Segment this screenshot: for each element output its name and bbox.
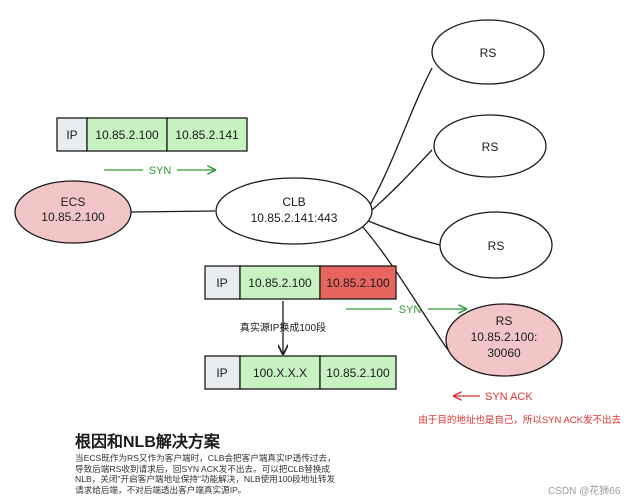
rs-node-3: RS [439,211,553,279]
rs-ip-line2: 30060 [487,346,521,360]
packet-ip-cell [204,265,241,300]
packet-dst-ip: 10.85.2.141 [175,128,239,142]
packet-src-ip: 100.X.X.X [253,366,307,380]
rs-node-4: RS 10.85.2.100: 30060 [445,303,563,377]
connector-lines [130,67,449,351]
rs-label: RS [480,46,497,60]
syn-ack-arrow: SYN ACK [454,391,533,403]
rs-node-1: RS [431,19,545,85]
rs-ip-line1: 10.85.2.100: [471,330,538,344]
rs-ellipse [433,114,547,178]
packet-ip-label: IP [216,276,227,290]
ecs-ellipse [14,180,132,244]
rs-label: RS [482,140,499,154]
syn-label-mid: SYN [399,304,422,316]
clb-node: CLB 10.85.2.141:443 [215,177,373,245]
clb-rs1-link [369,67,433,206]
rs-label: RS [488,239,505,253]
syn-arrow-top: SYN [104,165,215,177]
packet-dst-cell [319,355,397,390]
clb-ip: 10.85.2.141:443 [251,211,338,225]
packet-ip-label: IP [216,366,227,380]
rs-ellipse [439,211,553,279]
syn-ack-label: SYN ACK [485,391,533,403]
ecs-title: ECS [61,195,86,209]
packet-dst-cell [319,265,397,300]
packet-dst-ip: 10.85.2.100 [326,276,390,290]
packet-dst-ip: 10.85.2.100 [326,366,390,380]
syn-arrow-mid: SYN [346,304,466,316]
ecs-ip: 10.85.2.100 [41,210,105,224]
syn-label-top: SYN [149,165,172,177]
packet-ip-label: IP [66,128,77,142]
clb-ellipse [215,177,373,245]
rs-ellipse [445,303,563,377]
packet-src-ip: 10.85.2.100 [248,276,312,290]
packet-clb-to-rs: IP 10.85.2.100 10.85.2.100 [204,265,397,300]
packet-src-ip: 10.85.2.100 [95,128,159,142]
ecs-clb-link [130,210,216,213]
clb-rs4-link [361,225,449,351]
clb-rs2-link [371,149,433,211]
packet-nlb-to-rs: IP 100.X.X.X 10.85.2.100 [204,355,397,390]
packet-ecs-to-clb: IP 10.85.2.100 10.85.2.141 [56,117,248,152]
packet-src-cell [239,355,321,390]
clb-rs3-link [365,219,441,246]
watermark: CSDN @花狮66 [548,486,621,497]
clb-title: CLB [282,195,305,209]
ecs-node: ECS 10.85.2.100 [14,180,132,244]
section-description: 当ECS既作为RS又作为客户端时，CLB会把客户端真实IP透传过去， 导致后端R… [75,453,336,495]
section-heading: 根因和NLB解决方案 [75,434,220,451]
translate-arrow: 真实源IP换成100段 [240,301,326,354]
rs-node-2: RS [433,114,547,178]
translate-label: 真实源IP换成100段 [240,321,326,334]
reason-note: 由于目的地址也是自己，所以SYN ACK发不出去 [418,414,621,426]
packet-dst-cell [166,117,248,152]
rs-title: RS [496,314,513,328]
rs-ellipse [431,19,545,85]
